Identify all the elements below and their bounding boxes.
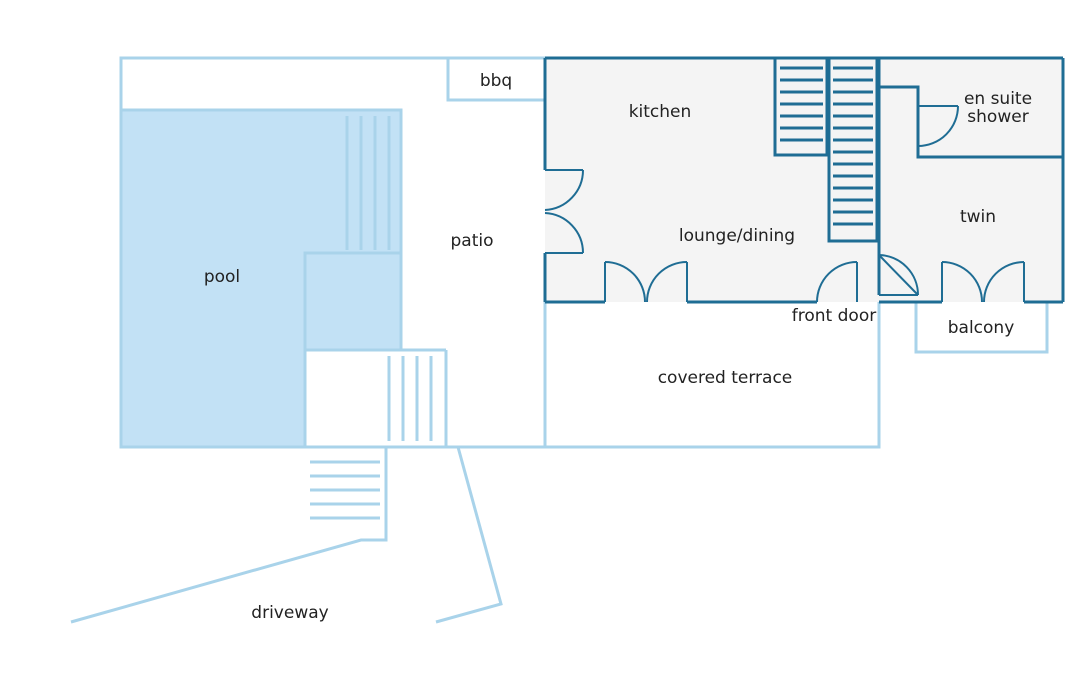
balcony-double-door bbox=[941, 261, 1025, 303]
doors bbox=[544, 105, 1025, 303]
label-front-door: front door bbox=[792, 306, 876, 326]
room-labels: bbq kitchen en suite shower pool patio l… bbox=[204, 71, 1032, 623]
driveway-outline bbox=[70, 446, 503, 624]
patio-double-door bbox=[544, 169, 585, 254]
label-twin: twin bbox=[960, 207, 996, 227]
label-kitchen: kitchen bbox=[629, 102, 692, 122]
interior-floor bbox=[545, 58, 1063, 302]
label-en-suite: en suite bbox=[964, 89, 1032, 109]
label-driveway: driveway bbox=[251, 603, 328, 623]
label-lounge-dining: lounge/dining bbox=[679, 226, 795, 246]
terrace-double-door bbox=[604, 261, 688, 303]
staircase bbox=[773, 56, 879, 243]
pool-area bbox=[119, 108, 403, 449]
en-suite-door bbox=[917, 105, 959, 147]
label-patio: patio bbox=[451, 231, 494, 251]
label-balcony: balcony bbox=[948, 318, 1015, 338]
patio-steps bbox=[387, 356, 433, 441]
label-pool: pool bbox=[204, 267, 240, 287]
front-door bbox=[816, 261, 858, 303]
label-shower: shower bbox=[967, 107, 1028, 127]
outdoor-outline bbox=[119, 56, 1049, 449]
driveway-steps bbox=[310, 460, 380, 520]
twin-door bbox=[878, 254, 919, 296]
label-bbq: bbq bbox=[480, 71, 512, 91]
label-covered-terrace: covered terrace bbox=[658, 368, 793, 388]
pool-steps bbox=[345, 116, 391, 250]
